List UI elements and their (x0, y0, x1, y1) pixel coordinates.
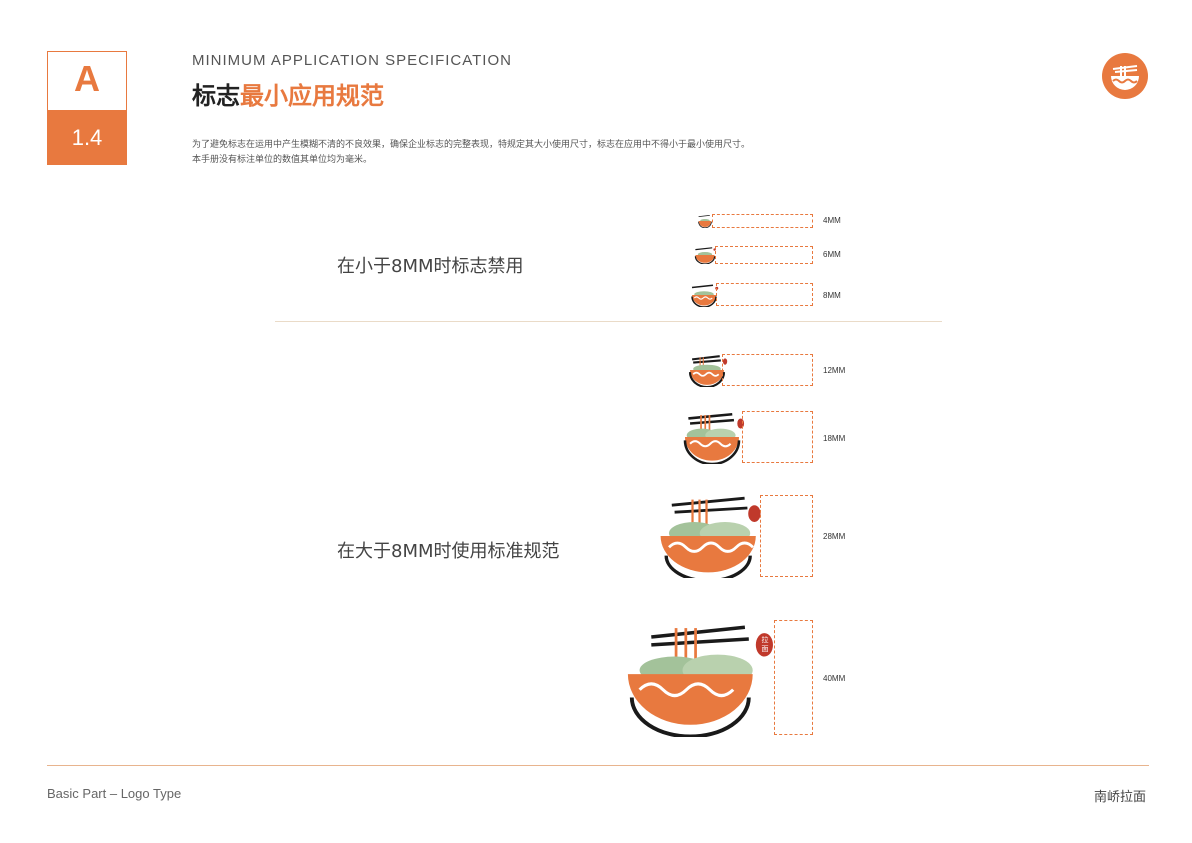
page-title: 标志最小应用规范 (192, 76, 384, 111)
forbidden-label: 在小于8MM时标志禁用 (337, 256, 524, 277)
title-plain: 标志 (192, 82, 240, 110)
dimension-box-6mm (715, 246, 813, 264)
logo-18mm (683, 412, 745, 464)
subtitle-en: MINIMUM APPLICATION SPECIFICATION (192, 52, 512, 69)
dimension-box-40mm (774, 620, 813, 735)
title-highlight: 最小应用规范 (240, 82, 384, 110)
logo-4mm (698, 215, 712, 228)
section-number: 1.4 (48, 110, 126, 165)
standard-label: 在大于8MM时使用标准规范 (337, 541, 560, 562)
description: 为了避免标志在运用中产生模糊不清的不良效果，确保企业标志的完整表现，特规定其大小… (192, 138, 892, 168)
size-label-6mm: 6MM (823, 250, 841, 259)
section-letter: A (74, 58, 100, 99)
size-label-40mm: 40MM (823, 674, 846, 683)
dimension-box-28mm (760, 495, 813, 577)
description-line-2: 本手册没有标注单位的数值其单位均为毫米。 (192, 155, 373, 165)
dimension-box-18mm (742, 411, 813, 463)
size-label-4mm: 4MM (823, 216, 841, 225)
size-label-12mm: 12MM (823, 366, 846, 375)
footer-line (47, 765, 1149, 766)
description-line-1: 为了避免标志在运用中产生模糊不清的不良效果，确保企业标志的完整表现，特规定其大小… (192, 140, 751, 150)
size-label-8mm: 8MM (823, 291, 841, 300)
logo-6mm (694, 247, 716, 264)
logo-8mm (691, 284, 719, 307)
seal-text: 拉面 (761, 636, 769, 653)
brand-logo-icon (1102, 53, 1148, 99)
section-divider (275, 321, 942, 322)
size-label-18mm: 18MM (823, 434, 846, 443)
logo-28mm (660, 496, 761, 578)
footer-right: 南峤拉面 (1094, 790, 1147, 805)
footer-left: Basic Part – Logo Type (47, 786, 182, 801)
logo-40mm (627, 625, 773, 737)
dimension-box-8mm (716, 283, 813, 306)
dimension-box-4mm (712, 214, 813, 228)
size-label-28mm: 28MM (823, 532, 846, 541)
section-badge: A 1.4 (47, 51, 127, 165)
logo-12mm (688, 355, 728, 387)
dimension-box-12mm (722, 354, 813, 386)
